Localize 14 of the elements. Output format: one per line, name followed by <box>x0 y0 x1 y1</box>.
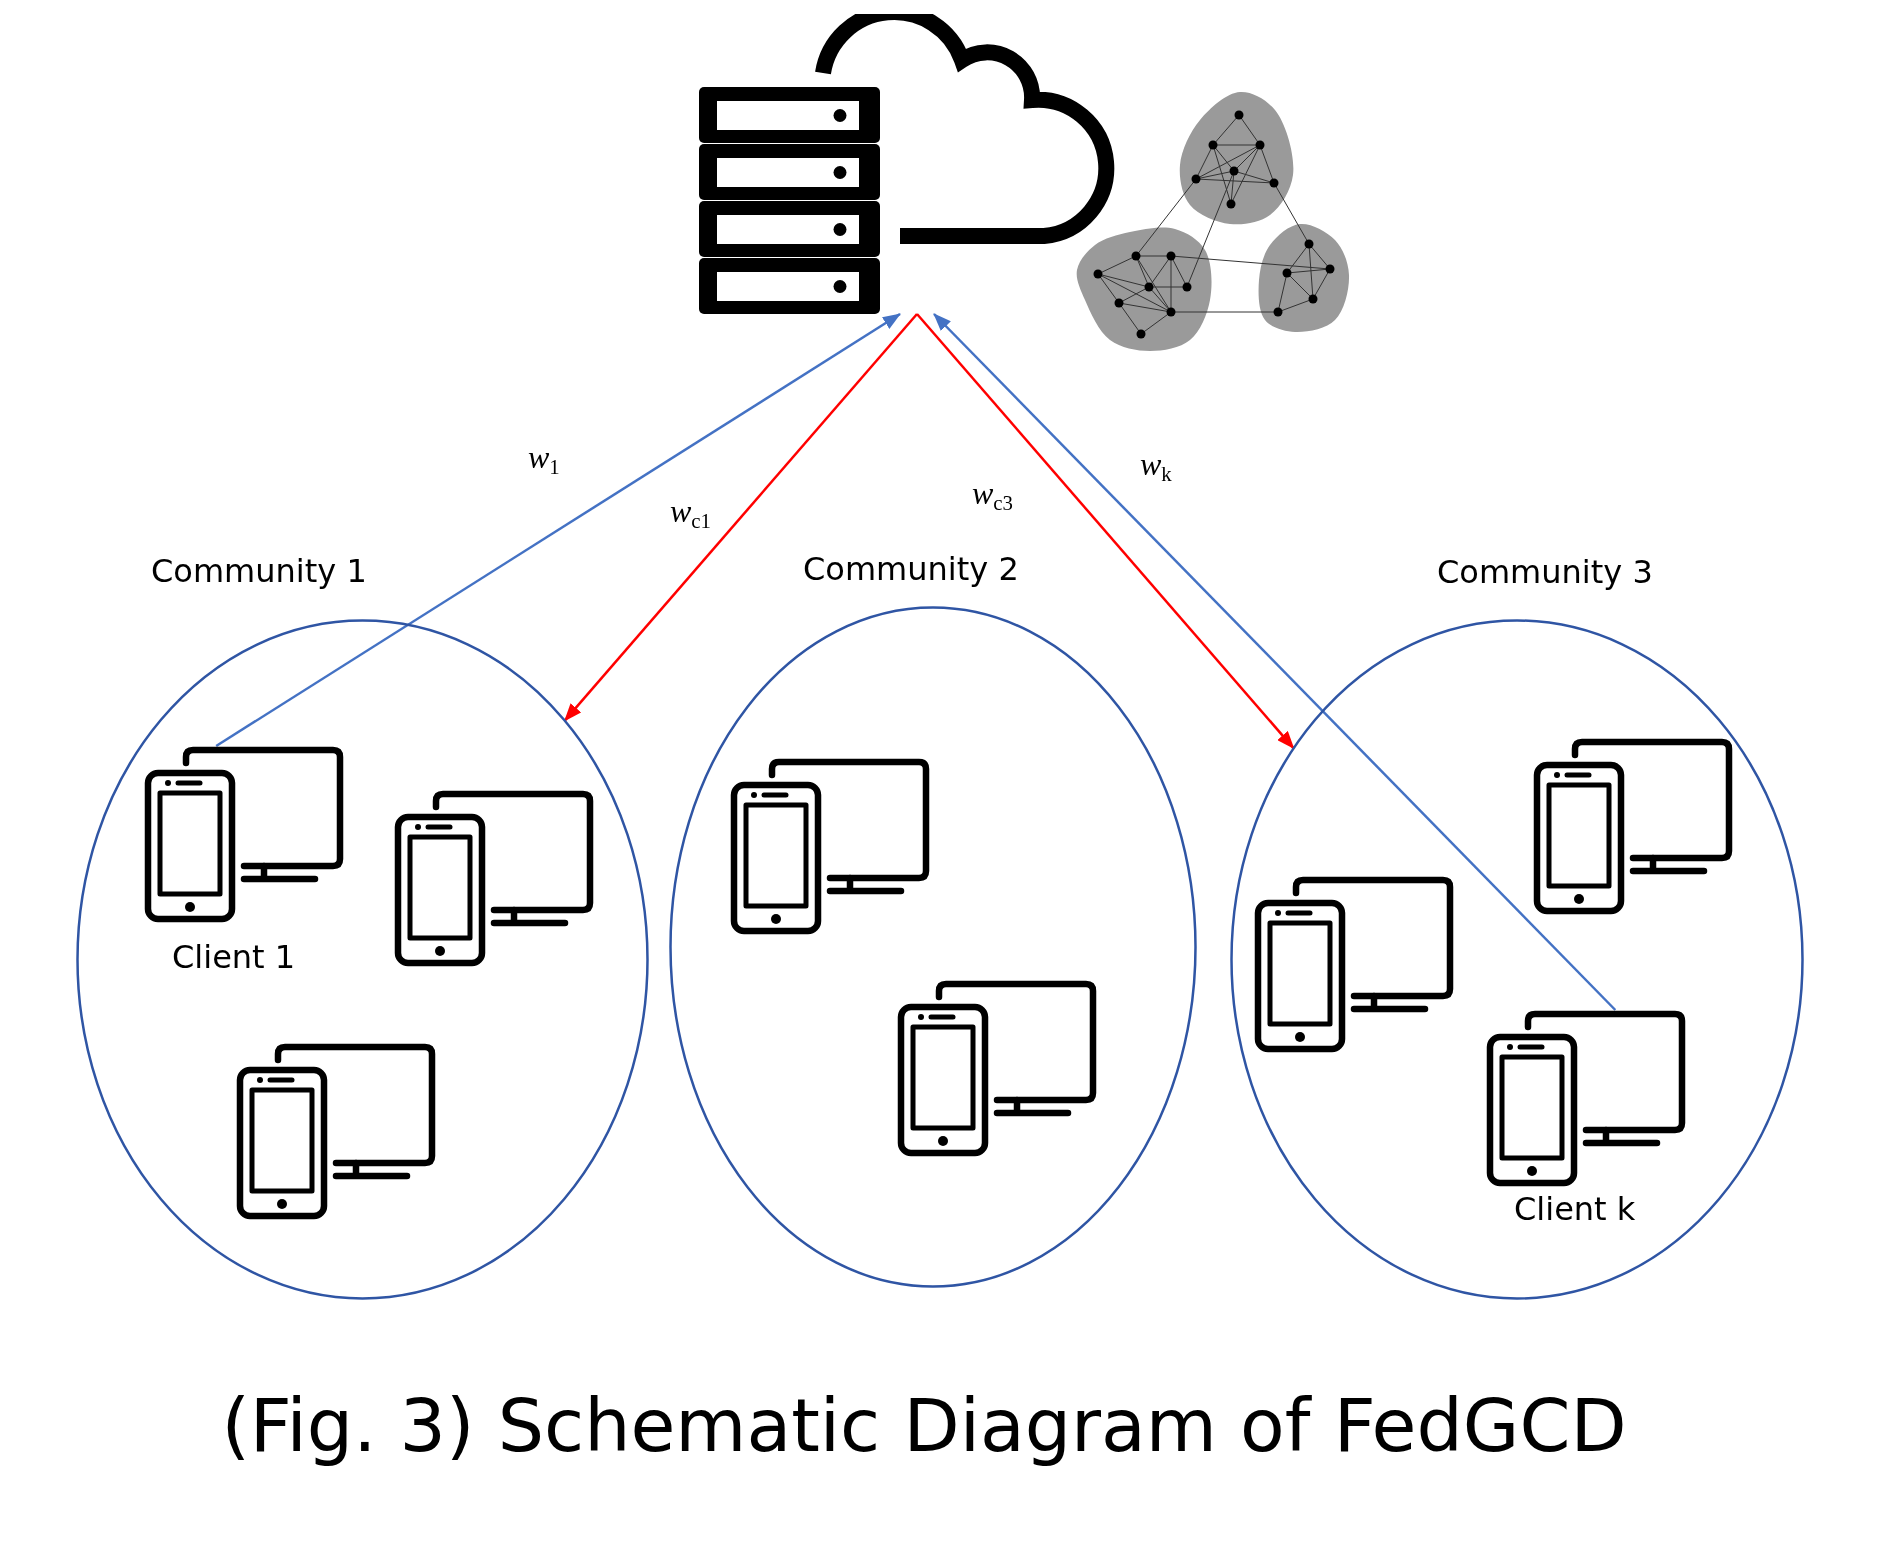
edge-label: w$_{c1}$ <box>670 492 711 531</box>
arrow <box>933 313 1617 1011</box>
community-label: Community 1 <box>151 552 367 591</box>
client-label: Client k <box>1514 1190 1636 1229</box>
edge-label: w$_{1}$ <box>528 438 560 477</box>
figure-caption: (Fig. 3) Schematic Diagram of FedGCD <box>221 1382 1627 1470</box>
arrow <box>563 313 918 722</box>
arrow <box>215 312 901 748</box>
client-label: Client 1 <box>172 938 296 977</box>
arrow <box>916 313 1295 750</box>
community-label: Community 2 <box>803 550 1019 589</box>
community-label: Community 3 <box>1437 553 1653 592</box>
edge-label: w$_{k}$ <box>1140 445 1172 484</box>
edge-label: w$_{c3}$ <box>972 474 1013 513</box>
